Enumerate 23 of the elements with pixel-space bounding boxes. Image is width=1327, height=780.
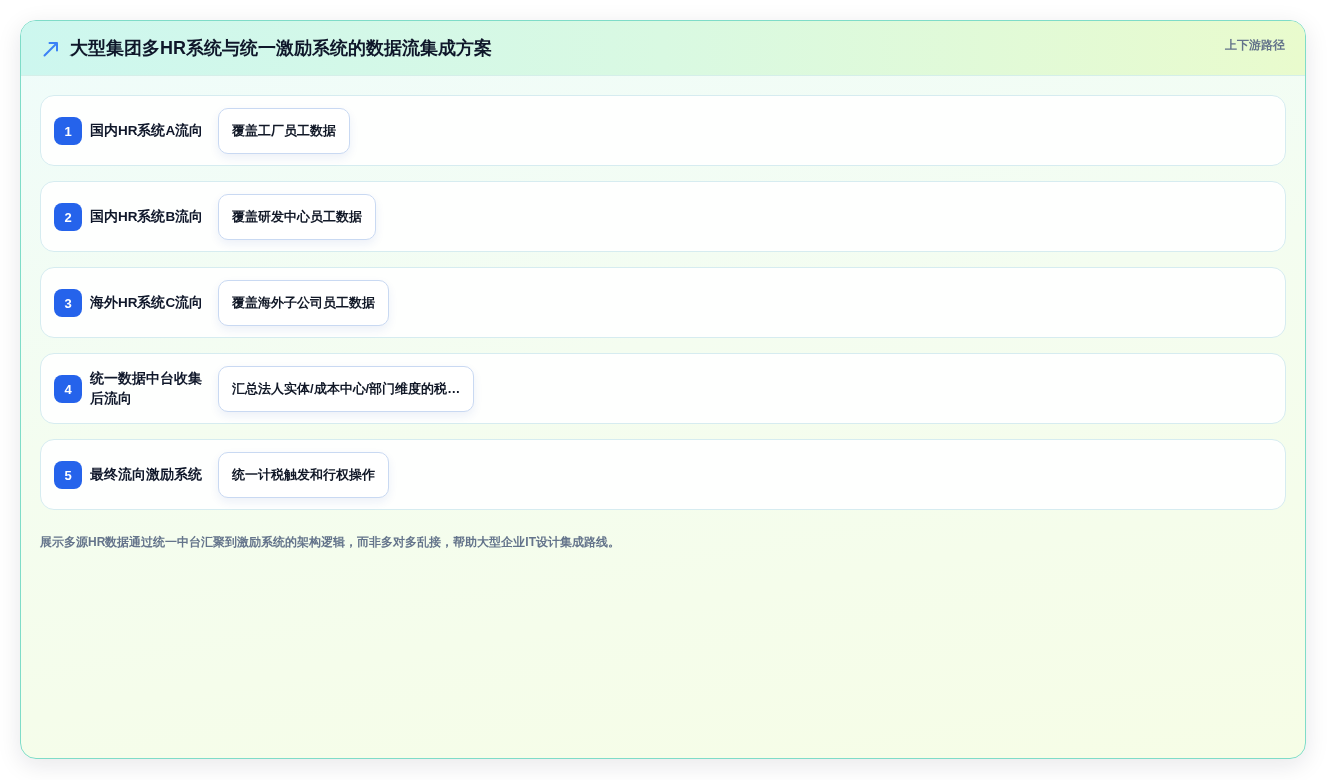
row-title: 国内HR系统B流向 xyxy=(90,207,205,226)
row-title: 最终流向激励系统 xyxy=(90,465,203,484)
step-number-badge: 2 xyxy=(54,203,82,231)
description-chip: 覆盖工厂员工数据 xyxy=(218,108,350,154)
step-number-badge: 4 xyxy=(54,375,82,403)
description-chip: 覆盖研发中心员工数据 xyxy=(218,194,376,240)
row-title: 海外HR系统C流向 xyxy=(90,293,205,312)
step-number-badge: 1 xyxy=(54,117,82,145)
row-title: 统一数据中台收集后流向 xyxy=(90,369,203,408)
flow-row xyxy=(40,181,1286,252)
flow-row xyxy=(40,439,1286,510)
step-number-badge: 3 xyxy=(54,289,82,317)
title: 大型集团多HR系统与统一激励系统的数据流集成方案 xyxy=(70,37,492,60)
header-note: 上下游路径 xyxy=(1225,37,1285,53)
caption: 展示多源HR数据通过统一中台汇聚到激励系统的架构逻辑，而非多对多乱接，帮助大型企业IT设计集成路线。 xyxy=(40,534,620,551)
flow-row xyxy=(40,267,1286,338)
flow-row xyxy=(40,353,1286,424)
step-number-badge: 5 xyxy=(54,461,82,489)
row-title: 国内HR系统A流向 xyxy=(90,121,205,140)
description-chip: 统一计税触发和行权操作 xyxy=(218,452,389,498)
flow-row xyxy=(40,95,1286,166)
description-chip: 汇总法人实体/成本中心/部门维度的税… xyxy=(218,366,475,412)
description-chip: 覆盖海外子公司员工数据 xyxy=(218,280,389,326)
